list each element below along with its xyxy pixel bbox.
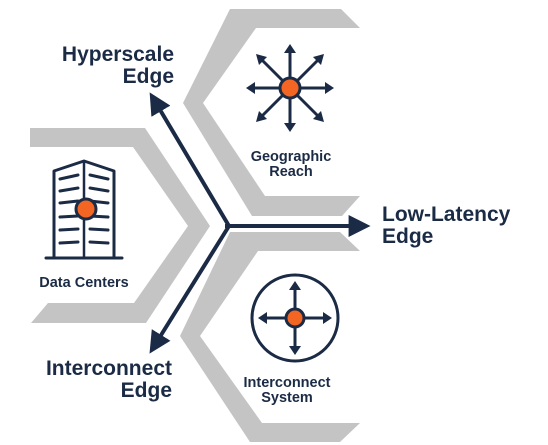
building-icon	[44, 159, 124, 260]
label-hyperscale-edge-line1: Hyperscale	[61, 43, 174, 66]
label-low-latency-edge: Low-Latency Edge	[382, 203, 542, 249]
label-interconnect-edge-line2: Edge	[120, 379, 172, 403]
segment-geographic-reach-shape	[183, 9, 360, 216]
label-interconnect-edge: Interconnect Edge	[28, 357, 172, 403]
label-geographic-reach-line1: Geographic	[250, 149, 332, 165]
label-low-latency-edge-line2: Edge	[382, 225, 434, 249]
label-low-latency-edge-line1: Low-Latency	[382, 203, 511, 226]
label-interconnect-system-line2: System	[261, 390, 313, 407]
label-interconnect-system-line1: Interconnect	[243, 375, 331, 391]
segment-interconnect-system-shape	[180, 232, 360, 442]
label-interconnect-edge-line1: Interconnect	[45, 357, 172, 380]
label-geographic-reach-line2: Reach	[269, 164, 313, 181]
label-data-centers: Data Centers	[18, 275, 150, 291]
arrows-outward-icon	[246, 44, 334, 132]
label-geographic-reach: Geographic Reach	[236, 149, 346, 181]
label-interconnect-system: Interconnect System	[232, 375, 342, 407]
arrow-interconnect-edge	[149, 224, 231, 354]
crosshair-arrows-icon	[250, 273, 340, 363]
label-hyperscale-edge: Hyperscale Edge	[52, 43, 174, 89]
label-data-centers-line1: Data Centers	[39, 275, 129, 291]
label-hyperscale-edge-line2: Edge	[122, 65, 174, 89]
segment-data-centers-shape	[30, 128, 210, 323]
arrow-hyperscale-edge	[149, 92, 231, 228]
